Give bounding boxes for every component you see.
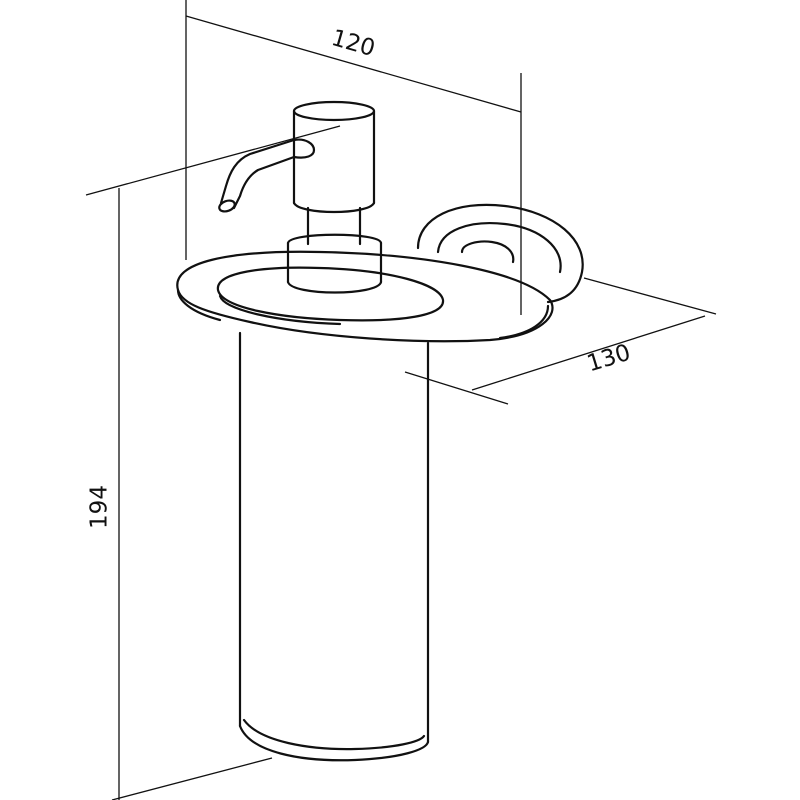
dimension-depth-extension-back [583,277,717,315]
bottle-base-inner-curve [242,718,426,751]
pump-spout-tip [218,199,236,213]
bottle-base-curve [238,724,430,762]
dimension-height-extension-top [85,125,341,196]
holder-plate-thickness [176,288,222,322]
pump-collar-bottom [286,280,383,294]
wall-bracket-inner [436,222,562,274]
bottle-top-ring-edge [218,294,342,326]
dimension-height: 194 [85,125,341,800]
dimension-depth-label: 130 [584,340,634,378]
dimension-depth-extension-front [404,371,509,405]
dimension-depth-line [471,315,706,391]
dimension-width-line [185,15,522,113]
wall-bracket-outer [416,203,584,304]
holder-plate-rim-back [498,304,550,340]
pump-spout [218,138,316,213]
pump-head-bottom [292,201,376,214]
pump-spout-joint [292,138,316,159]
pump-spout-upper [219,138,296,205]
dimension-width-label: 120 [328,25,377,62]
wall-bracket-screw-cap [460,240,515,264]
bottle-top-ring [216,266,445,322]
wall-bracket [416,203,584,304]
pump-collar-top [286,233,383,245]
pump-stem [306,206,362,246]
pump-head-top [292,100,376,122]
pump-collar [286,233,383,294]
dimension-height-extension-bottom [111,757,273,800]
holder-plate [176,250,554,343]
dimension-height-label: 194 [87,485,113,529]
pump-spout-lower [232,155,296,210]
holder-plate-outer [176,250,554,343]
bottle-body [238,331,430,762]
